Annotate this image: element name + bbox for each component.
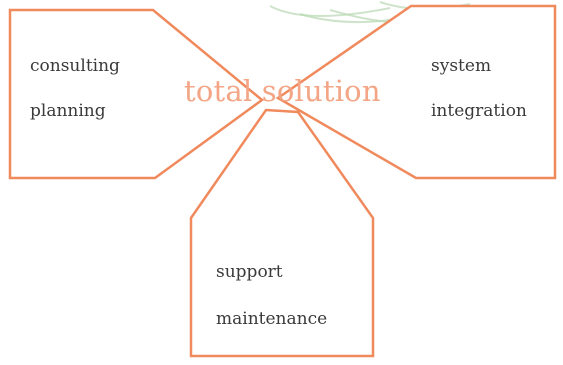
left-item-planning: planning — [30, 101, 106, 121]
left-item-consulting: consulting — [30, 56, 120, 76]
bottom-item-support: support — [216, 262, 283, 282]
left-callout-box — [8, 8, 265, 180]
bottom-callout-box — [189, 108, 375, 358]
bottom-item-maintenance: maintenance — [216, 309, 328, 329]
right-item-integration: integration — [431, 101, 527, 121]
right-item-system: system — [431, 56, 492, 76]
center-title: total solution — [184, 74, 381, 108]
right-callout-box — [275, 4, 557, 180]
